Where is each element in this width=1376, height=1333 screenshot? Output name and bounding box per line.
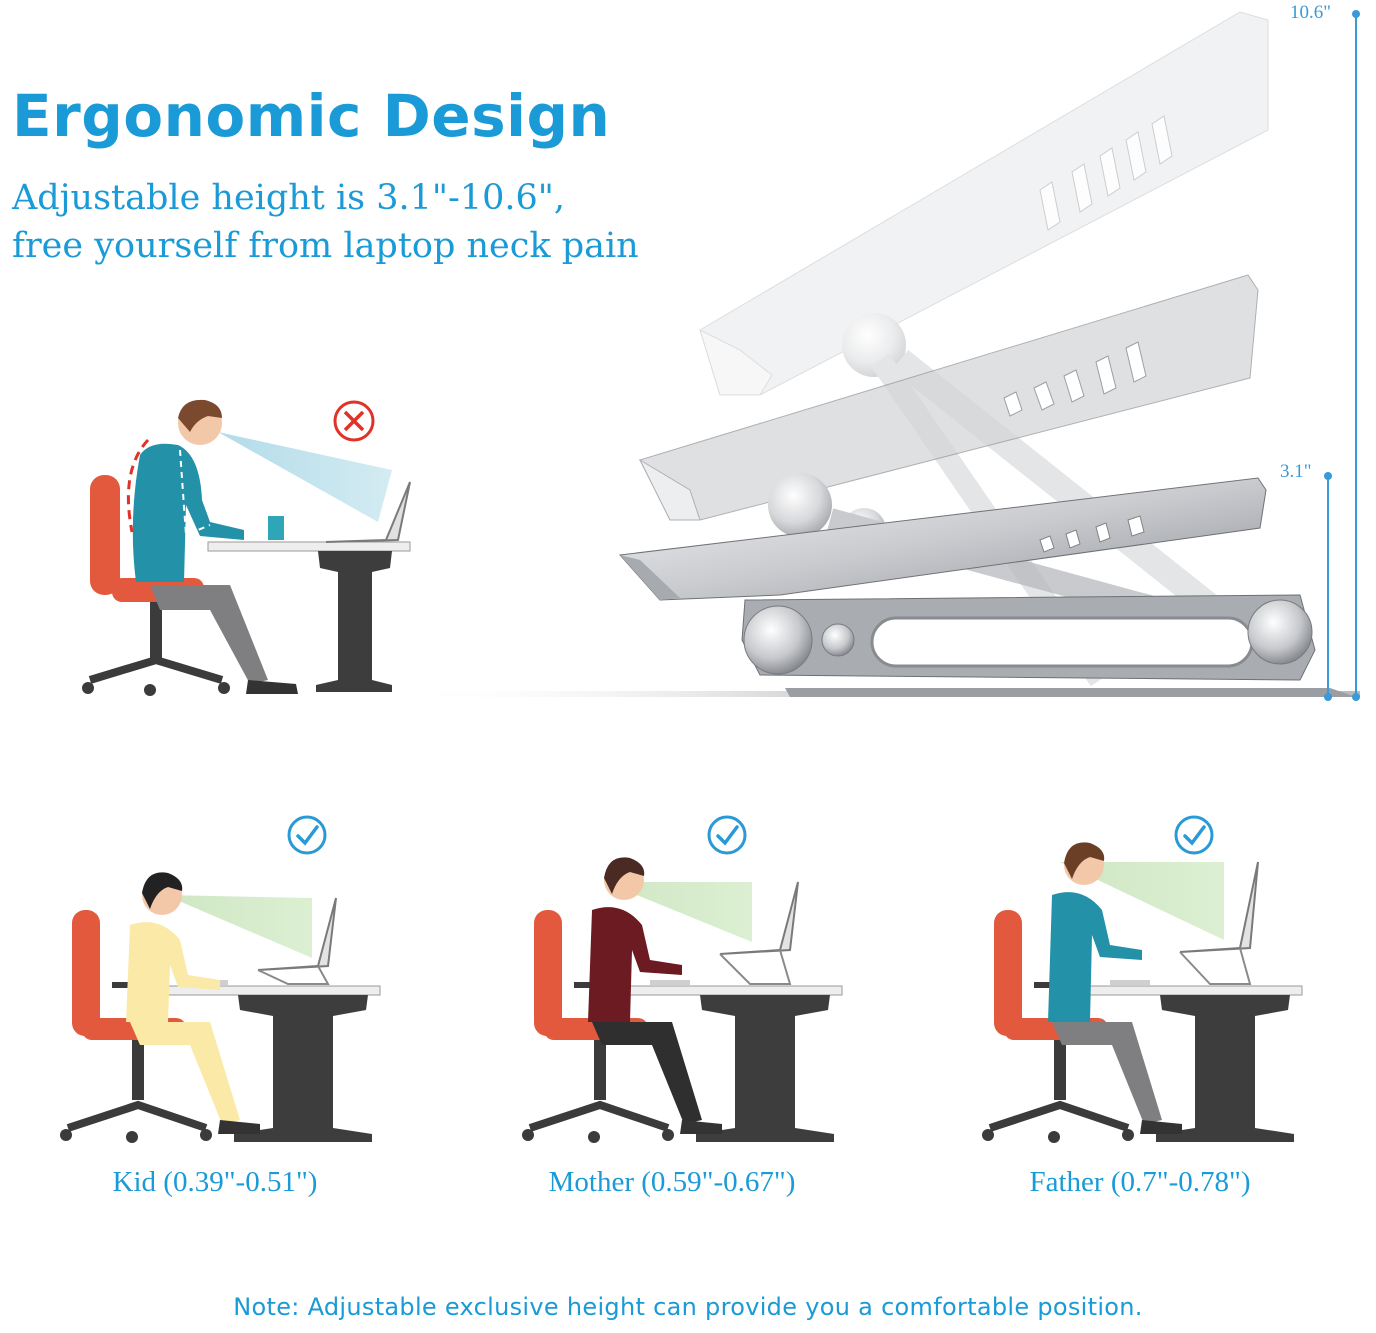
height-dimension-lines — [1324, 10, 1360, 701]
caption-kid: Kid (0.39"-0.51") — [112, 1166, 318, 1198]
x-circle-icon — [333, 400, 375, 442]
footer-note: Note: Adjustable exclusive height can pr… — [233, 1293, 1143, 1321]
laptop-stand-illustration — [400, 11, 1360, 697]
check-circle-icon — [287, 815, 327, 855]
subtitle-line-1: Adjustable height is 3.1"-10.6", — [12, 178, 566, 218]
good-posture-scenes — [60, 815, 1303, 1143]
min-height-label: 3.1" — [1280, 461, 1312, 482]
subtitle-line-2: free yourself from laptop neck pain — [12, 226, 639, 266]
caption-father: Father (0.7"-0.78") — [1029, 1166, 1251, 1198]
check-circle-icon — [707, 815, 747, 855]
scene-kid — [60, 815, 381, 1143]
page-title: Ergonomic Design — [12, 82, 611, 150]
scene-father — [982, 815, 1303, 1143]
caption-mother: Mother (0.59"-0.67") — [548, 1166, 796, 1198]
check-circle-icon — [1174, 815, 1214, 855]
scene-mother — [522, 815, 843, 1143]
bad-posture-scene — [82, 399, 411, 696]
max-height-label: 10.6" — [1290, 2, 1332, 23]
